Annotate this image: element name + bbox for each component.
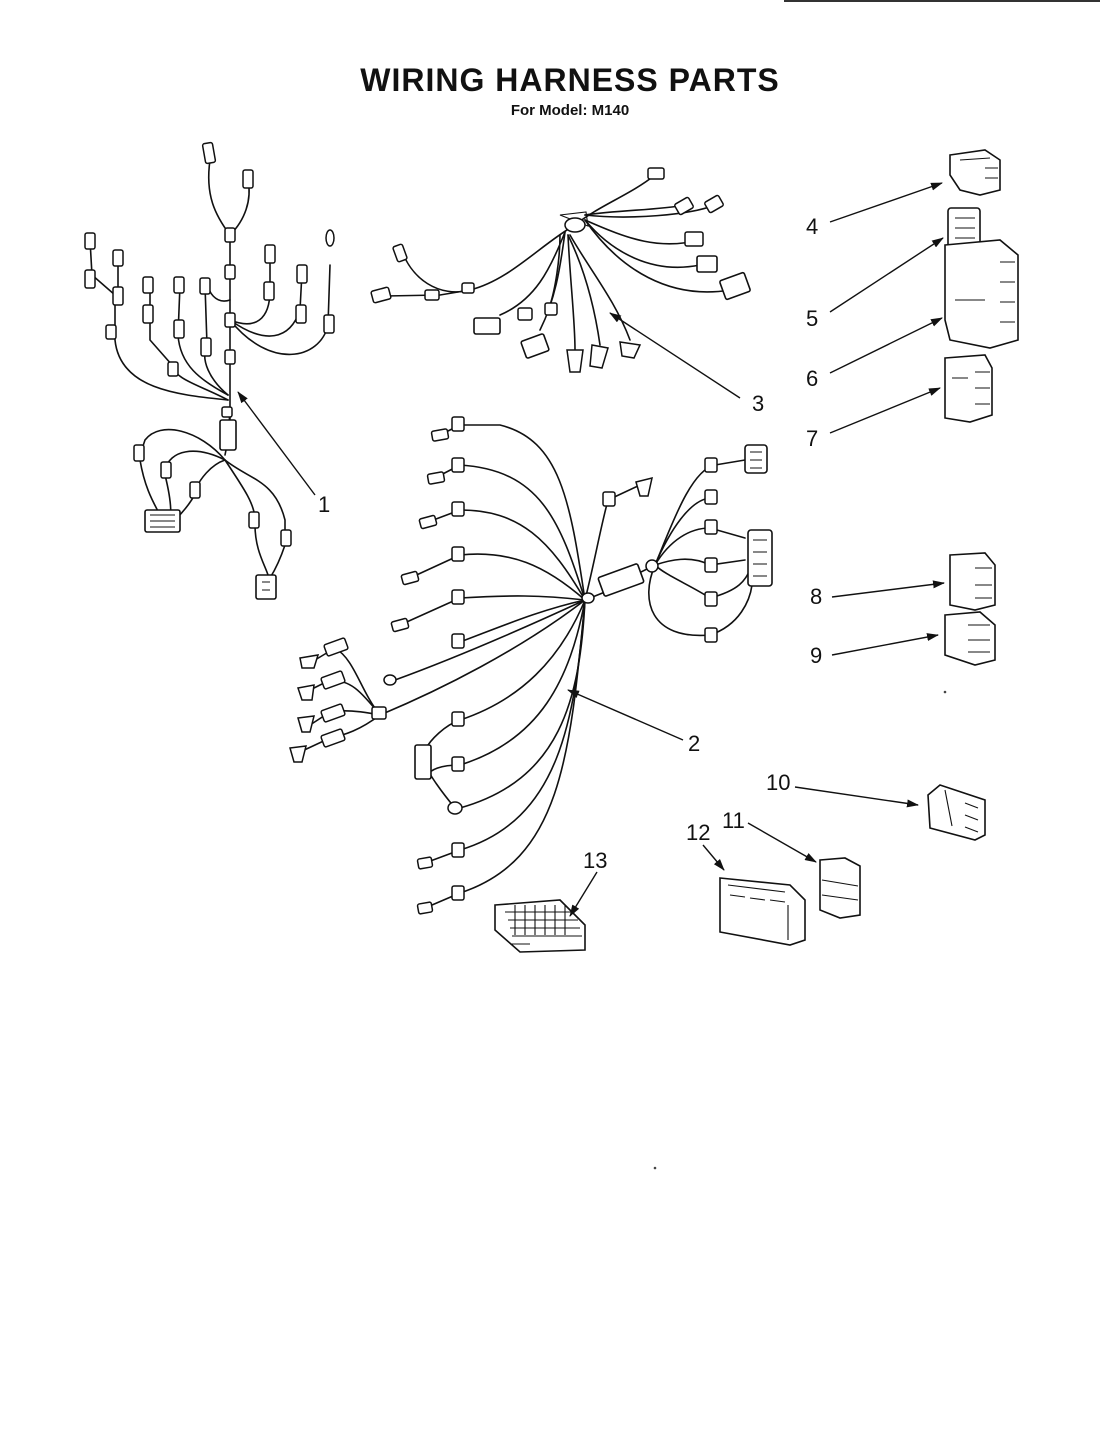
top-border-line — [784, 0, 1100, 2]
stray-dot — [943, 690, 947, 694]
callout-numbers: 1 2 3 4 5 6 7 8 9 10 11 12 13 — [318, 214, 822, 873]
part-11-connector — [819, 857, 861, 919]
callout-5: 5 — [806, 306, 818, 331]
callout-9: 9 — [810, 643, 822, 668]
part-13-connector — [494, 899, 586, 953]
harness-3 — [370, 167, 751, 373]
stray-dot — [653, 1166, 657, 1170]
callout-10: 10 — [766, 770, 790, 795]
callout-12: 12 — [686, 820, 710, 845]
part-12-connector — [719, 877, 806, 946]
harness-1 — [84, 141, 335, 600]
callout-11: 11 — [722, 808, 745, 833]
callout-arrows — [237, 182, 945, 917]
callout-4: 4 — [806, 214, 818, 239]
part-6-connector — [944, 239, 1019, 349]
harness-2 — [289, 416, 773, 915]
callout-8: 8 — [810, 584, 822, 609]
part-10-connector — [927, 784, 986, 841]
part-4-connector — [949, 149, 1001, 196]
page-subtitle: For Model: M140 — [510, 102, 630, 119]
callout-13: 13 — [583, 848, 607, 873]
page-title: WIRING HARNESS PARTS — [360, 62, 780, 98]
part-9-connector — [944, 611, 996, 666]
part-8-connector — [949, 552, 996, 611]
callout-2: 2 — [688, 731, 700, 756]
callout-3: 3 — [752, 391, 764, 416]
part-7-connector — [944, 354, 993, 423]
callout-6: 6 — [806, 366, 818, 391]
callout-7: 7 — [806, 426, 818, 451]
callout-1: 1 — [318, 492, 330, 517]
